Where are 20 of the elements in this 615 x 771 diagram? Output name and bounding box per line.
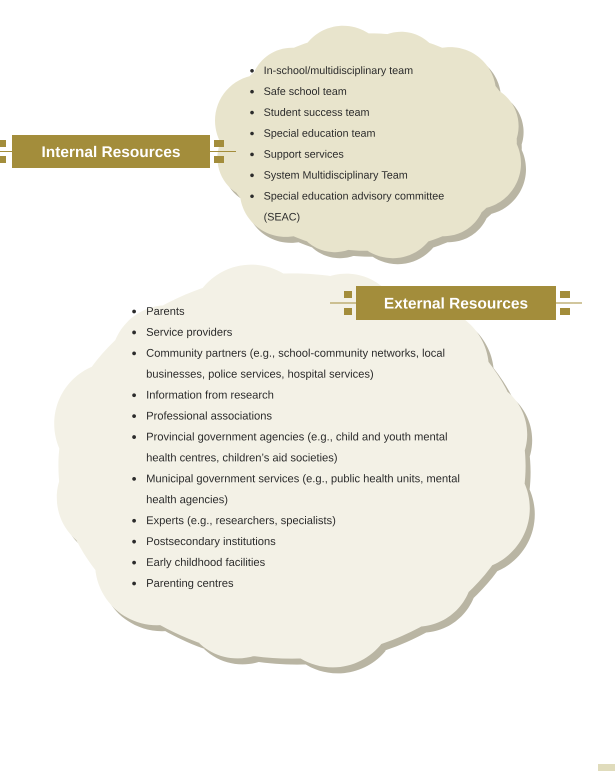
list-item: Postsecondary institutions [147, 536, 276, 548]
list-item: In-school/multidisciplinary team [264, 66, 412, 76]
list-item: Experts (e.g., researchers, specialists) [147, 516, 336, 526]
list-item: Professional associations [147, 411, 272, 420]
list-item: System Multidisciplinary Team [264, 170, 408, 181]
heading-banner: External Resources [330, 286, 582, 320]
list-item: Community partners (e.g., school-community networks, local businesses, police services, hospital services) [146, 348, 444, 380]
list-item: Support services [264, 150, 344, 160]
heading-banner: Internal Resources [0, 135, 236, 168]
list-item: Safe school team [264, 87, 346, 96]
list-item: Service providers [146, 328, 232, 338]
list-item: Information from research [147, 390, 274, 399]
list-item: Special education advisory committee (SEAC) [264, 192, 444, 223]
list-item: Parents [147, 307, 184, 315]
list-item: Municipal government services (e.g., public health units, mental health agencies) [146, 474, 460, 506]
list-item: Parenting centres [147, 578, 234, 590]
list-item: Provincial government agencies (e.g., child and youth mental health centres, children’s aid societies) [146, 432, 447, 464]
list-item: Early childhood facilities [147, 558, 265, 568]
list-item: Student success team [264, 108, 369, 116]
list-item: Special education team [264, 128, 375, 139]
